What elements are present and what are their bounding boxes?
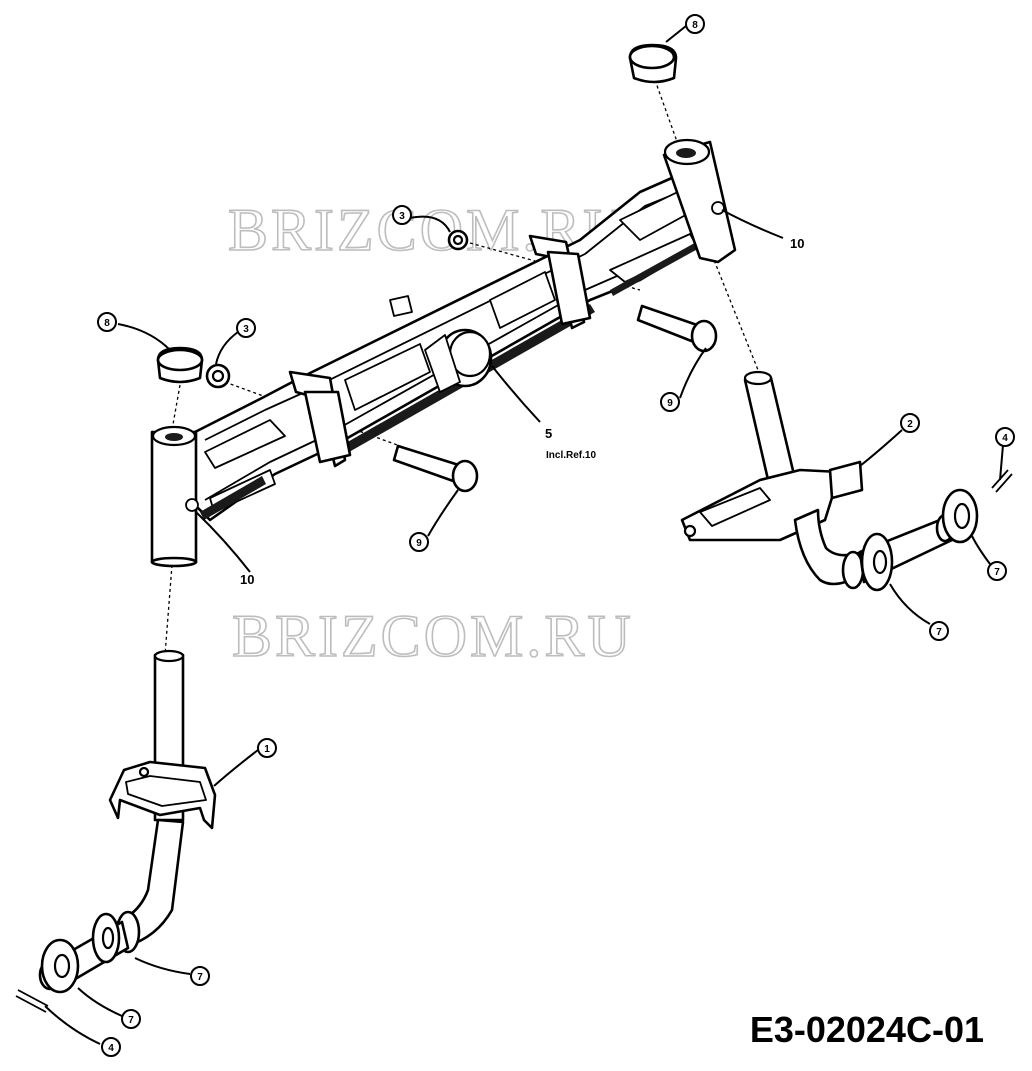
- washer-right-inner: [860, 532, 894, 592]
- leader-washer-right-inner: [889, 583, 931, 625]
- svg-text:3: 3: [243, 324, 249, 335]
- callout-spindle-left: 1: [257, 738, 277, 758]
- watermark-lower: BRIZCOM.RU: [232, 603, 634, 669]
- front-axle: [150, 138, 737, 568]
- callout-washer-left-outer: 7: [121, 1009, 141, 1029]
- callout-washer-right-inner: 7: [929, 621, 949, 641]
- pin-right: [991, 469, 1013, 493]
- leader-cap-right-top: [665, 25, 687, 43]
- bushing-right: [711, 201, 725, 215]
- leader-bushing-right: [721, 209, 784, 239]
- leader-washer-left-outer: [77, 987, 123, 1017]
- nut-upper: [447, 229, 469, 251]
- leader-nut-upper: [409, 215, 451, 233]
- centerline-left-bolt: [224, 381, 401, 447]
- leader-nut-left: [215, 331, 239, 365]
- spindle-right: [680, 370, 955, 590]
- washer-left-inner: [91, 912, 121, 964]
- watermark-upper: BRIZCOM.RU: [228, 197, 630, 263]
- leader-pin-left: [44, 1005, 101, 1045]
- centerline-right-spindle: [711, 254, 763, 381]
- spindle-left: [38, 649, 217, 991]
- centerline-left-top: [171, 384, 181, 431]
- svg-text:7: 7: [197, 972, 203, 983]
- bolt-right: [636, 304, 718, 353]
- left-kingpin-tube: [150, 430, 198, 564]
- svg-text:9: 9: [416, 538, 422, 549]
- callout-cap-left: 8: [97, 312, 117, 332]
- svg-text:3: 3: [399, 211, 405, 222]
- callout-washer-right-outer: 7: [987, 561, 1007, 581]
- label-bushing-right: 10: [790, 236, 804, 251]
- leader-washer-left-inner: [134, 957, 191, 975]
- leader-washer-right-outer: [971, 535, 991, 565]
- svg-text:7: 7: [936, 627, 942, 638]
- pin-left: [15, 989, 49, 1013]
- leader-cap-left: [117, 323, 171, 351]
- leader-axle: [491, 365, 541, 423]
- callout-pin-right: 4: [995, 427, 1015, 447]
- callout-washer-left-inner: 7: [190, 966, 210, 986]
- svg-text:9: 9: [667, 398, 673, 409]
- svg-text:7: 7: [994, 567, 1000, 578]
- svg-text:4: 4: [108, 1043, 114, 1054]
- leader-spindle-right: [859, 429, 903, 467]
- label-axle-note: Incl.Ref.10: [546, 450, 596, 461]
- leader-bushing-left: [195, 511, 251, 573]
- bushing-left: [185, 498, 199, 512]
- cap-left: [156, 346, 204, 384]
- leader-pin-right: [999, 444, 1004, 481]
- label-bushing-left: 10: [240, 572, 254, 587]
- callout-bolt-right: 9: [660, 392, 680, 412]
- leader-bolt-left: [427, 489, 459, 537]
- svg-text:4: 4: [1002, 433, 1008, 444]
- label-axle: 5: [545, 426, 552, 441]
- callout-bolt-left: 9: [409, 532, 429, 552]
- diagram-code: E3-02024C-01: [749, 1009, 984, 1050]
- svg-text:1: 1: [264, 744, 270, 755]
- callout-nut-left: 3: [236, 318, 256, 338]
- svg-text:7: 7: [128, 1015, 134, 1026]
- callout-cap-right-top: 8: [685, 14, 705, 34]
- nut-left: [205, 363, 231, 389]
- callout-spindle-right: 2: [900, 413, 920, 433]
- leader-spindle-left: [213, 749, 259, 787]
- leader-bolt-right: [679, 347, 707, 399]
- centerline-right-top: [654, 79, 681, 151]
- svg-text:8: 8: [104, 318, 110, 329]
- cap-right-top: [628, 43, 678, 84]
- svg-text:8: 8: [692, 20, 698, 31]
- washer-left-outer: [40, 938, 80, 994]
- callout-pin-left: 4: [101, 1037, 121, 1057]
- callout-nut-upper: 3: [392, 205, 412, 225]
- svg-text:2: 2: [907, 419, 913, 430]
- bolt-left: [392, 444, 479, 493]
- centerline-left-spindle: [164, 564, 173, 656]
- washer-right-outer: [941, 488, 979, 544]
